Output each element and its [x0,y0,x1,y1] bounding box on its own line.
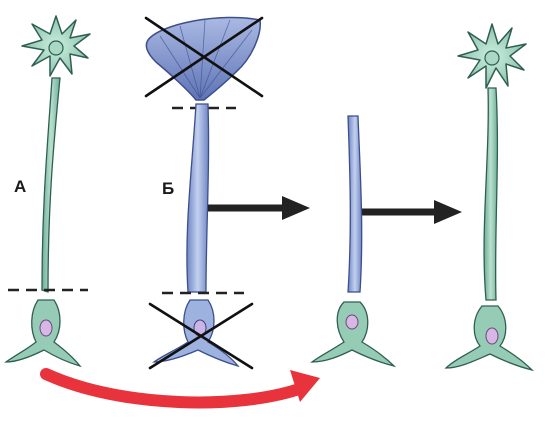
straight-arrow-icon [434,200,462,224]
specimen-b-label: Б [162,179,174,198]
grafted-green-base [312,302,394,366]
specimen-a-cap [22,16,90,76]
specimen-b-stalk [187,104,209,292]
grafted-cell [312,116,394,366]
specimen-a-label: А [14,177,26,196]
regenerated-cap [458,24,526,88]
curved-arrow-icon [46,374,302,402]
specimen-a-stalk [42,78,60,292]
grafted-blue-stalk [348,116,362,292]
regenerated-cell [446,24,532,370]
straight-arrow-icon [282,196,310,220]
specimen-a-nucleus [40,320,52,336]
regenerated-nucleus [486,328,498,344]
regenerated-stalk [484,88,497,300]
grafted-nucleus [346,315,358,329]
